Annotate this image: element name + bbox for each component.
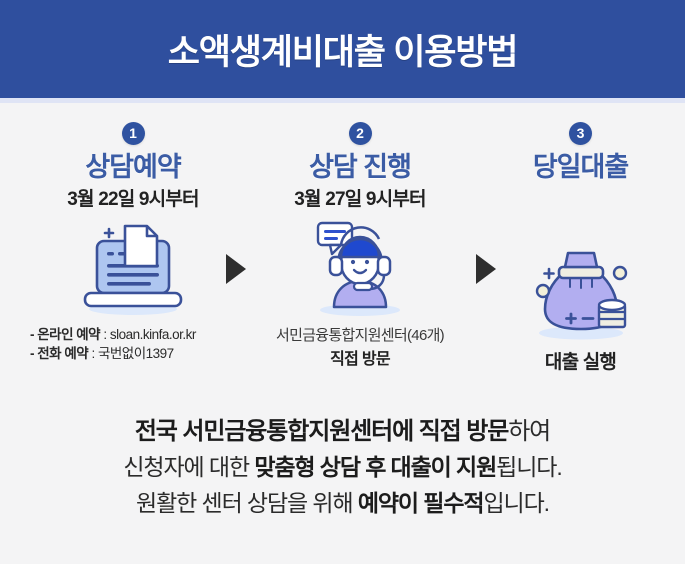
summary-line-3: 원활한 센터 상담을 위해 예약이 필수적입니다. — [0, 486, 685, 522]
step-2-consultation-process: 2 상담 진행 3월 27일 9시부터 — [250, 112, 470, 372]
page-title: 소액생계비대출 이용방법 — [167, 32, 519, 72]
summary-line-3-tail: 입니다. — [483, 489, 550, 516]
step-3-title: 당일대출 — [532, 152, 629, 182]
summary-line-3-bold: 예약이 필수적 — [357, 489, 485, 516]
step-3-icon-wrap — [478, 241, 683, 345]
laptop-document-icon — [83, 224, 183, 315]
step-3-date — [478, 189, 683, 211]
step-1-detail-line-2: - 전화 예약 : 국번없이1397 — [30, 344, 258, 364]
summary-line-2-head: 신청자에 대한 — [123, 454, 255, 480]
header-banner: 소액생계비대출 이용방법 — [0, 0, 685, 98]
summary-line-1: 전국 서민금융통합지원센터에 직접 방문하여 — [0, 414, 685, 450]
summary-line-2-bold: 맞춤형 상담 후 대출이 지원 — [254, 454, 497, 480]
step-1-title: 상담예약 — [85, 152, 181, 182]
summary-line-2-tail: 됩니다. — [496, 454, 563, 480]
step-2-date: 3월 27일 9시부터 — [294, 188, 426, 210]
summary-section: 전국 서민금융통합지원센터에 직접 방문하여 신청자에 대한 맞춤형 상담 후 … — [0, 414, 685, 521]
step-3-detail-primary: 대출 실행 — [544, 351, 617, 373]
step-1-detail-1-label: - 온라인 예약 — [30, 326, 101, 342]
summary-line-1-bold: 전국 서민금융통합지원센터에 직접 방문 — [134, 418, 509, 445]
step-1-details: - 온라인 예약 : sloan.kinfa.or.kr - 전화 예약 : 국… — [8, 325, 258, 364]
step-3-number-badge: 3 — [569, 122, 592, 145]
step-2-details: 서민금융통합지원센터(46개) 직접 방문 — [250, 325, 470, 372]
step-1-detail-1-value: sloan.kinfa.or.kr — [109, 326, 197, 342]
summary-line-1-tail: 하여 — [508, 418, 551, 445]
step-1-detail-2-value: 국번없이1397 — [97, 346, 174, 362]
headset-agent-icon — [316, 221, 400, 316]
step-1-detail-2-separator: : — [88, 346, 98, 362]
step-2-detail-secondary: 직접 방문 — [330, 351, 391, 369]
banner-underline-divider — [0, 98, 685, 103]
step-3-details: 대출 실행 — [478, 349, 683, 377]
step-1-consultation-reservation: 1 상담예약 3월 22일 9시부터 — [8, 112, 258, 364]
step-2-icon-wrap — [250, 217, 470, 321]
step-1-detail-line-1: - 온라인 예약 : sloan.kinfa.or.kr — [30, 325, 258, 345]
step-1-detail-1-separator: : — [100, 326, 110, 342]
arrow-step-2-to-3-icon — [476, 254, 496, 284]
step-1-number-badge: 1 — [121, 122, 145, 145]
summary-line-2: 신청자에 대한 맞춤형 상담 후 대출이 지원됩니다. — [0, 450, 685, 486]
arrow-step-1-to-2-icon — [226, 254, 246, 284]
step-2-detail-primary: 서민금융통합지원센터(46개) — [276, 326, 445, 344]
step-1-date: 3월 22일 9시부터 — [67, 188, 199, 210]
money-bag-coins-icon — [535, 251, 627, 340]
steps-container: 1 상담예약 3월 22일 9시부터 — [0, 112, 685, 392]
step-2-number-badge: 2 — [348, 122, 372, 145]
step-1-detail-2-label: - 전화 예약 — [30, 346, 89, 362]
step-3-same-day-loan: 3 당일대출 — [478, 112, 683, 376]
summary-line-3-head: 원활한 센터 상담을 위해 — [136, 489, 358, 516]
step-1-icon-wrap — [8, 217, 258, 321]
step-2-title: 상담 진행 — [309, 152, 412, 182]
